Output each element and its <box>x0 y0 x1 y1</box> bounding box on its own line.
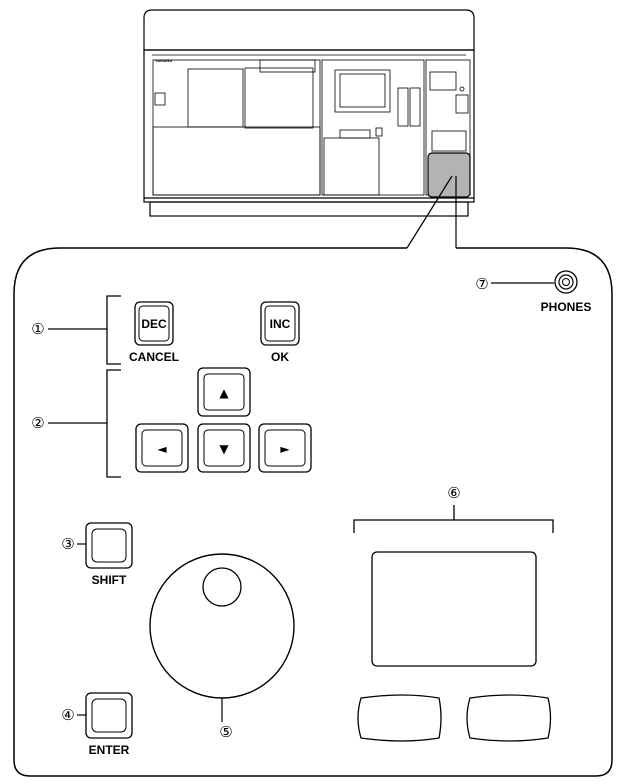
callout-7: ⑦ <box>475 275 488 293</box>
cancel-label: CANCEL <box>129 350 179 364</box>
left-arrow-icon: ◄ <box>157 442 167 456</box>
pad-right-button[interactable] <box>466 694 552 742</box>
callout-3: ③ <box>61 535 74 553</box>
pad-left-button[interactable] <box>357 694 442 742</box>
bracket-group-1 <box>48 295 121 365</box>
inc-label: INC <box>270 317 291 331</box>
phones-jack[interactable] <box>554 270 578 294</box>
touch-pad[interactable] <box>371 551 537 667</box>
dec-button[interactable] <box>134 301 174 346</box>
console-brand: YAMAHA <box>155 58 172 63</box>
up-arrow-icon: ▲ <box>219 386 229 400</box>
data-dial[interactable] <box>149 553 295 699</box>
callout-6: ⑥ <box>447 484 460 502</box>
phones-label: PHONES <box>541 300 592 314</box>
right-button[interactable] <box>258 423 312 473</box>
shift-button[interactable] <box>85 522 133 569</box>
callout-2: ② <box>31 414 44 432</box>
panel-outline <box>13 247 613 777</box>
ok-label: OK <box>271 350 289 364</box>
console-overview <box>143 9 475 217</box>
callout-4: ④ <box>61 706 74 724</box>
down-arrow-icon: ▼ <box>219 442 229 456</box>
left-button[interactable] <box>135 423 189 473</box>
up-button[interactable] <box>197 367 251 417</box>
enter-label: ENTER <box>89 743 130 757</box>
callout-1: ① <box>31 320 44 338</box>
dec-label: DEC <box>141 317 167 331</box>
zoom-line-left <box>406 175 453 249</box>
enter-button[interactable] <box>85 692 133 739</box>
callout-5: ⑤ <box>219 723 232 741</box>
inc-button[interactable] <box>260 301 300 346</box>
right-arrow-icon: ► <box>280 442 290 456</box>
shift-label: SHIFT <box>92 573 127 587</box>
highlighted-section <box>427 152 471 198</box>
down-button[interactable] <box>197 423 251 473</box>
bracket-group-6 <box>353 505 554 533</box>
bracket-group-2 <box>48 369 121 478</box>
